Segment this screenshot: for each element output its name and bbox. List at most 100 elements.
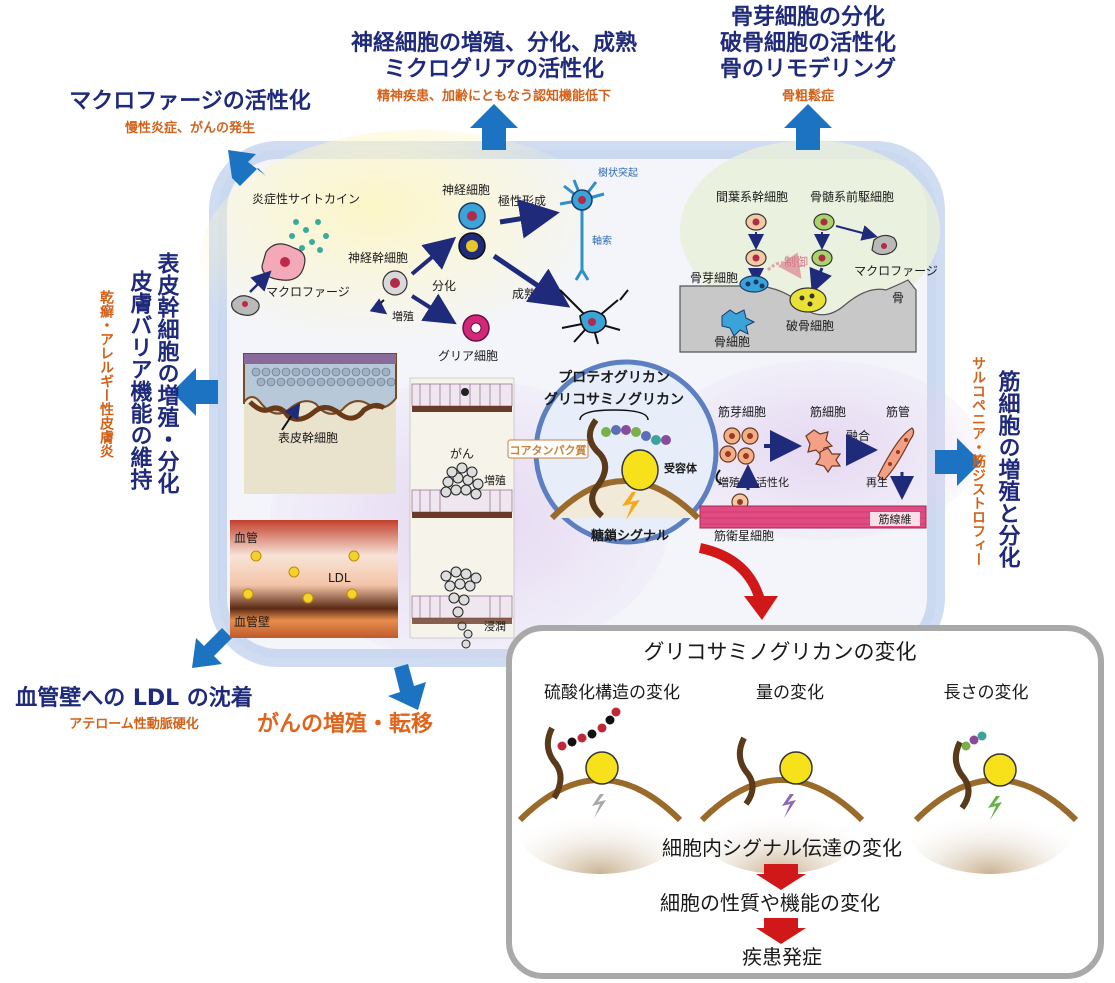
vessel-body <box>230 520 398 638</box>
outcome-bone-line1: 骨芽細胞の分化 <box>731 4 885 30</box>
label-osteocyte: 骨細胞 <box>714 335 750 349</box>
label-vessel: 血管 <box>234 530 258 545</box>
outcome-vessel-sub: アテローム性動脈硬化 <box>69 716 199 732</box>
cancer-stage-invade <box>411 566 513 649</box>
myocytes <box>805 429 842 474</box>
label-gag: グリコサミノグリカン <box>544 391 684 408</box>
arrow-down-cancer <box>388 664 426 710</box>
change-step2: 細胞の性質や機能の変化 <box>660 891 880 915</box>
outcome-bone-sub: 骨粗鬆症 <box>782 88 834 104</box>
polarized-neuron <box>559 179 605 281</box>
label-skin-stem: 表皮幹細胞 <box>278 430 338 445</box>
arrow-left-skin <box>172 368 218 416</box>
outcome-macrophage-title: マクロファージの活性化 <box>69 88 311 114</box>
receptor <box>621 449 659 491</box>
osteocyte <box>721 309 756 337</box>
panel-neural: 神経幹細胞 増殖 分化 神経細胞 グリア細胞 極性形成 成熟 樹状突起 軸索 <box>348 166 638 363</box>
label-myoblast: 筋芽細胞 <box>718 404 766 419</box>
change-step1: 細胞内シグナル伝達の変化 <box>662 836 902 860</box>
label-cancer: がん <box>450 446 474 461</box>
cancer-stage-normal <box>411 383 513 412</box>
outcome-neuron-line2: ミクログリアの活性化 <box>384 56 604 82</box>
label-myotube: 筋管 <box>886 404 910 419</box>
label-fusion: 融合 <box>846 428 870 443</box>
label-polarity: 極性形成 <box>498 193 546 208</box>
change-sulfation-label: 硫酸化構造の変化 <box>544 683 680 703</box>
change-sulfation-illustration <box>517 707 683 874</box>
changes-box: グリコサミノグリカンの変化 硫酸化構造の変化 量の変化 長さの変化 <box>506 625 1104 979</box>
label-bone: 骨 <box>892 291 904 305</box>
label-core-protein: コアタンパク質 <box>510 443 587 457</box>
label-macrophage: マクロファージ <box>266 285 350 299</box>
label-dendrite: 樹状突起 <box>598 166 638 179</box>
panel-muscle: 筋芽細胞 筋細胞 筋管 融合 再生 増殖 活性化 筋衛星細胞 筋線維 <box>699 404 927 543</box>
outcome-skin-line1: 表皮幹細胞の増殖・分化 <box>154 252 180 494</box>
label-muscle-fiber: 筋線維 <box>879 512 912 526</box>
ldl-particles <box>242 550 360 604</box>
arrow-right-muscle <box>935 438 981 486</box>
outcome-skin: 表皮幹細胞の増殖・分化 皮膚バリア機能の維持 乾癬・アレルギー性皮膚炎 <box>98 252 180 494</box>
label-muscle-proliferate: 増殖 <box>718 476 740 489</box>
panel-skin: 表皮幹細胞 <box>243 353 397 494</box>
outcome-skin-line2: 皮膚バリア機能の維持 <box>127 269 153 490</box>
label-marrow: 骨髄系前駆細胞 <box>810 189 894 204</box>
change-amount-label: 量の変化 <box>756 683 824 703</box>
label-vessel-wall: 血管壁 <box>234 614 270 629</box>
cancer-stage-proliferate <box>411 462 513 518</box>
label-neuron: 神経細胞 <box>442 183 490 197</box>
cytokine-dots <box>289 219 329 253</box>
label-myocyte: 筋細胞 <box>810 404 846 419</box>
label-bone-macrophage: マクロファージ <box>854 264 938 278</box>
gag-chain <box>601 425 671 445</box>
outcome-skin-sub: 乾癬・アレルギー性皮膚炎 <box>98 289 115 459</box>
outcome-macrophage-sub: 慢性炎症、がんの発生 <box>125 120 255 136</box>
label-invade: 浸潤 <box>484 620 506 633</box>
signal-bolt <box>622 492 640 520</box>
label-differentiate: 分化 <box>432 279 456 293</box>
arrow-up-bone <box>784 104 832 150</box>
panel-center: プロテオグリカン グリコサミノグリカン コアタンパク質 受容体 糖鎖シグナル <box>507 359 719 545</box>
outcome-muscle: 筋細胞の増殖と分化 サルコペニア・筋ジストロフィー <box>970 356 1022 568</box>
core-protein-chain <box>587 418 609 519</box>
label-osteoclast: 破骨細胞 <box>786 318 834 333</box>
osteoblast <box>739 275 769 293</box>
change-amount-illustration <box>698 736 865 874</box>
label-sugar-signal: 糖鎖シグナル <box>591 528 669 544</box>
arrow-down-left-vessel <box>192 628 232 668</box>
red-arrow-to-changes <box>698 543 765 602</box>
outcome-vessel-title: 血管壁への LDL の沈着 <box>15 685 253 711</box>
label-regenerate: 再生 <box>866 475 888 489</box>
panel-vessel: 血管 LDL 血管壁 <box>230 520 398 638</box>
step-arrow-1 <box>756 864 806 890</box>
panel-cancer: がん 増殖 浸潤 <box>409 377 515 649</box>
label-proteoglycan: プロテオグリカン <box>558 369 670 386</box>
outcome-neuron-line1: 神経細胞の増殖、分化、成熟 <box>351 30 637 56</box>
panel-bone: 間葉系幹細胞 骨髄系前駆細胞 マクロファージ 制御 骨 骨芽細胞 破骨細胞 骨細… <box>679 189 938 353</box>
outcome-cancer-title: がんの増殖・転移 <box>257 711 433 737</box>
label-osteoblast: 骨芽細胞 <box>690 271 738 285</box>
change-length-label: 長さの変化 <box>944 683 1029 703</box>
outcome-muscle-sub: サルコペニア・筋ジストロフィー <box>970 356 986 566</box>
label-neural-stem: 神経幹細胞 <box>348 250 408 265</box>
panel-inflammation: 炎症性サイトカイン マクロファージ <box>231 191 360 316</box>
label-neural-proliferate: 増殖 <box>392 310 414 323</box>
label-cancer-proliferate: 増殖 <box>484 474 506 487</box>
outcome-bone-line2: 破骨細胞の活性化 <box>720 30 896 56</box>
outcome-neuron-sub: 精神疾患、加齢にともなう認知機能低下 <box>377 88 611 104</box>
label-glia: グリア細胞 <box>438 349 498 363</box>
label-mesenchymal: 間葉系幹細胞 <box>716 189 788 204</box>
change-length-illustration <box>908 731 1079 874</box>
step-arrow-2 <box>756 918 806 944</box>
label-cytokine: 炎症性サイトカイン <box>252 191 360 206</box>
arrow-up-neuron <box>470 104 518 150</box>
label-axon: 軸索 <box>592 234 612 247</box>
outcome-arrows <box>172 104 981 710</box>
arrow-up-left-macrophage <box>228 150 266 186</box>
outcome-bone-line3: 骨のリモデリング <box>720 56 896 82</box>
label-satellite: 筋衛星細胞 <box>714 528 774 543</box>
osteoclast <box>789 287 827 313</box>
muscle-fiber <box>699 505 927 529</box>
label-control: 制御 <box>784 254 808 269</box>
outcome-muscle-title: 筋細胞の増殖と分化 <box>995 369 1022 568</box>
